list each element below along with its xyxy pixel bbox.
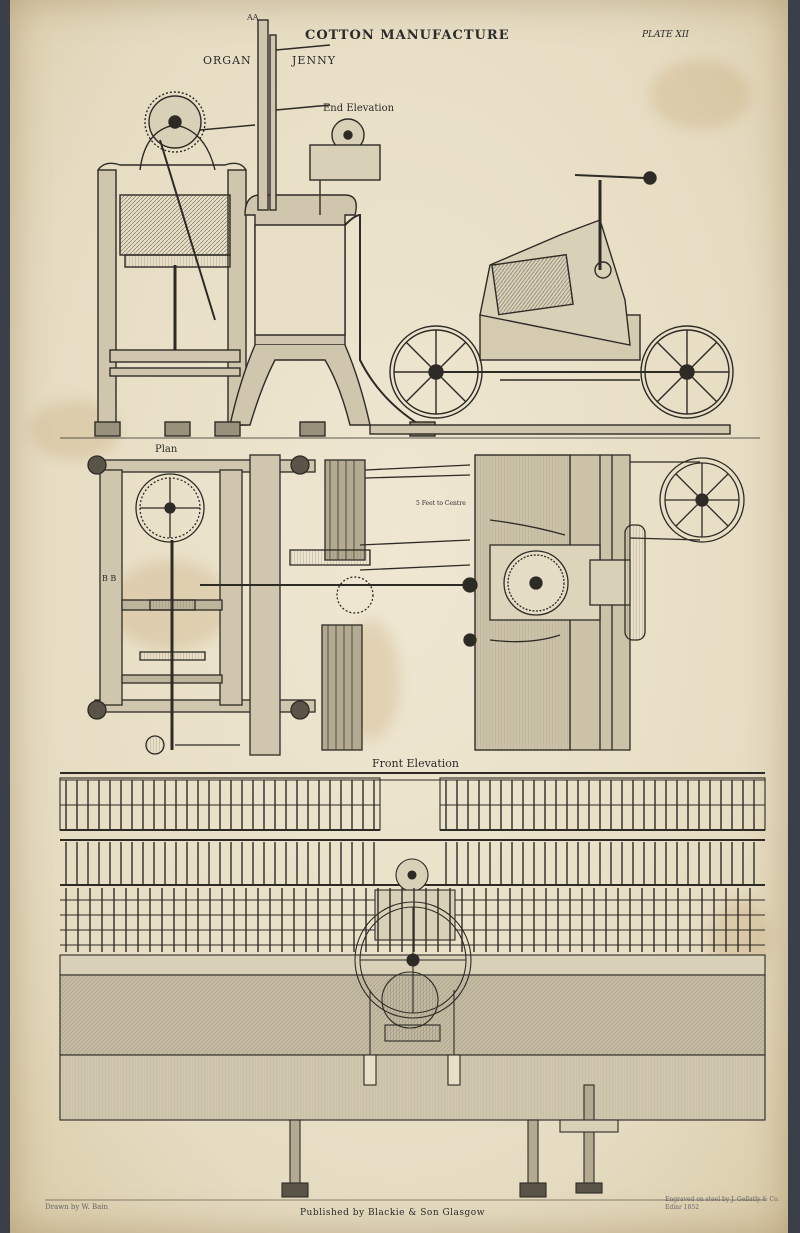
drawn-by-credit: Drawn by W. Bain [45,1203,109,1211]
end-elevation-label: End Elevation [323,103,395,114]
bb-label: B B [102,574,117,583]
organ-label: ORGAN [203,54,252,67]
plate-number: PLATE XII [642,30,689,40]
engraver-line-1: Engraved on steel by J. Gellatly & Co. [665,1196,780,1203]
plan-drawing [87,454,745,756]
plan-label: Plan [155,444,178,455]
engraver-line-2: Edinr 1852 [665,1204,700,1211]
front-elevation-label: Front Elevation [372,757,459,770]
stain [650,60,750,130]
jenny-label: JENNY [292,54,336,67]
plate-title: COTTON MANUFACTURE [305,28,510,43]
publisher-credit: Published by Blackie & Son Glasgow [300,1208,485,1218]
front-elevation-drawing [45,772,766,1201]
feet-to-centre-label: 5 Feet to Centre [416,500,466,507]
engraver-credit: Engraved on steel by J. Gellatly & Co. E… [665,1196,780,1212]
aa-label: AA [247,13,259,22]
end-elevation-drawing [60,19,760,439]
spindle-rows [65,780,755,952]
